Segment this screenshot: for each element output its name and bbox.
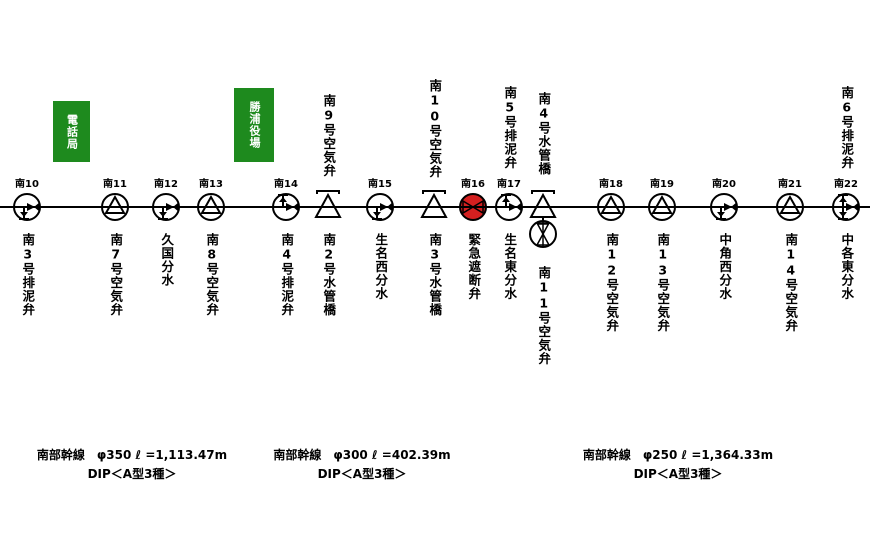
facility-label-below: 生名西分水 [373,233,389,301]
node-id-label: 南19 [650,179,674,190]
facility-label-below: 中角西分水 [717,233,733,301]
pipe-spec-line1: 南部幹線 φ250 ℓ =1,364.33m [582,448,774,462]
facility-label-below: 南7号空気弁 [108,233,124,317]
facility-label-below: 中各東分水 [839,233,855,301]
pipe-spec-line1: 南部幹線 φ350 ℓ =1,113.47m [36,448,228,462]
facility-label-below: 緊急遮断弁 [466,233,482,301]
node-id-label: 南18 [599,179,623,190]
node-id-label: 南21 [778,179,802,190]
node-id-label: 南12 [154,179,178,190]
facility-label-below: 久国分水 [159,233,175,287]
facility-label-above: 南4号水管橋 [536,91,552,176]
facility-label-below: 南2号水管橋 [321,233,337,317]
pipe-spec-line2: DIP＜A型3種＞ [87,467,177,481]
node-id-label: 南20 [712,179,736,190]
pipe-spec-line2: DIP＜A型3種＞ [317,467,407,481]
node-id-label: 南16 [461,179,485,190]
node-id-label: 南10 [15,179,39,190]
node-id-label: 南22 [834,179,858,190]
pipe-spec-line2: DIP＜A型3種＞ [633,467,723,481]
pipe-spec-line1: 南部幹線 φ300 ℓ =402.39m [273,448,451,462]
facility-label-below: 南11号空気弁 [536,266,552,366]
landmark-box: 電話局 [53,101,90,162]
facility-label-below: 南13号空気弁 [655,233,671,333]
facility-label-above: 南6号排泥弁 [839,85,855,170]
node-id-label: 南14 [274,179,298,190]
facility-label-above: 南5号排泥弁 [502,85,518,170]
facility-label-below: 南12号空気弁 [604,233,620,333]
facility-label-below: 南14号空気弁 [783,233,799,333]
facility-label-below: 南3号水管橋 [427,233,443,317]
landmark-box: 勝浦役場 [234,88,274,162]
facility-label-below: 南3号排泥弁 [20,233,36,317]
facility-label-below: 南4号排泥弁 [279,233,295,317]
facility-label-above: 南9号空気弁 [321,93,337,178]
node-id-label: 南17 [497,179,521,190]
node-id-label: 南15 [368,179,392,190]
facility-label-below: 南8号空気弁 [204,233,220,317]
facility-label-above: 南10号空気弁 [427,79,443,179]
node-id-label: 南13 [199,179,223,190]
node-id-label: 南11 [103,179,127,190]
facility-label-below: 生名東分水 [502,233,518,301]
